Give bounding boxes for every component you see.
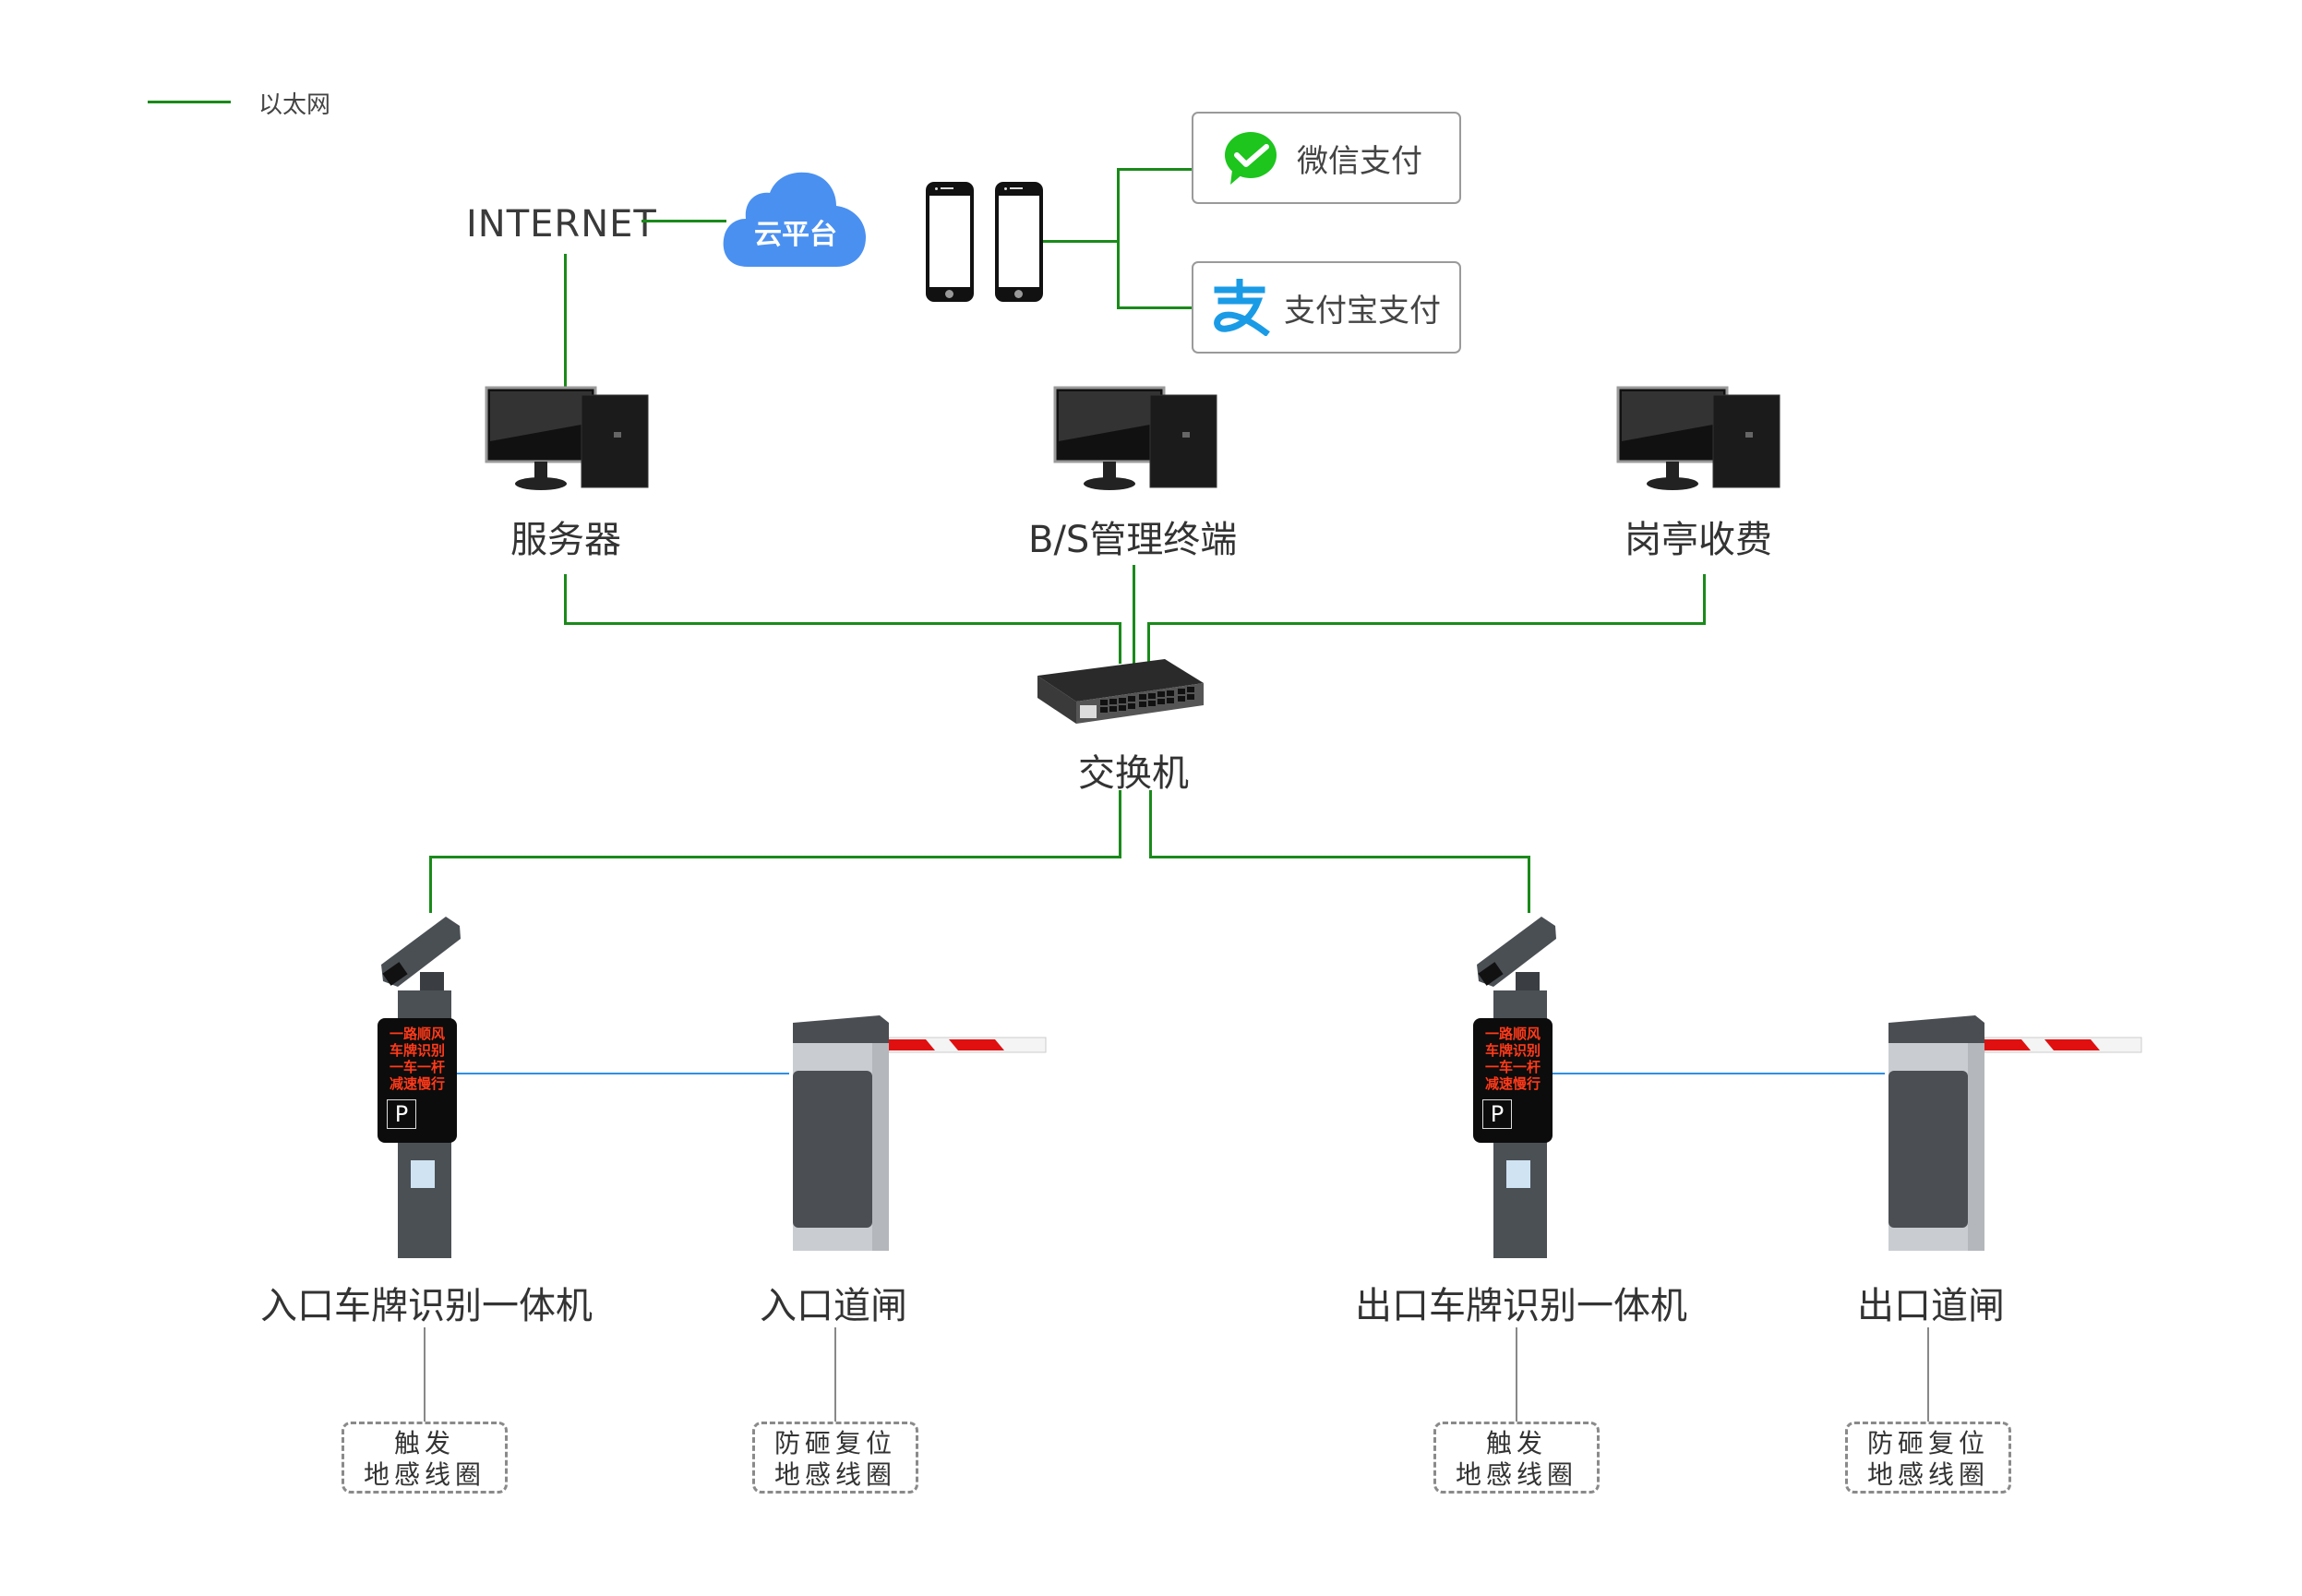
alipay-icon <box>1214 279 1270 336</box>
cloud-label: 云平台 <box>754 219 837 251</box>
parking-sign-icon: P <box>1482 1099 1512 1129</box>
loop-line: 地感线圈 <box>1455 1459 1577 1490</box>
entrance-lpr-label: 入口车牌识别一体机 <box>260 1285 593 1327</box>
exit-trigger-loop: 触发 地感线圈 <box>1433 1422 1600 1494</box>
network-switch-icon <box>1036 657 1207 726</box>
exit-gate-label: 出口道闸 <box>1857 1285 2005 1327</box>
exit-lpr-camera-unit: 一路顺风 车牌识别 一车一杆 减速慢行 P <box>1468 909 1569 1265</box>
led-display: 一路顺风 车牌识别 一车一杆 减速慢行 <box>1475 1026 1551 1092</box>
led-line: 车牌识别 <box>1484 1042 1541 1059</box>
booth-switch-link <box>1147 622 1150 664</box>
entrance-reset-loop-link <box>834 1327 836 1422</box>
internet-cloud-link <box>641 220 726 222</box>
exit-camera-gate-link <box>1553 1073 1885 1074</box>
bs-switch-link <box>1133 565 1135 664</box>
alipay-label: 支付宝支付 <box>1284 292 1441 330</box>
parking-sign-icon: P <box>387 1099 416 1129</box>
switch-entrance-link <box>1119 790 1121 858</box>
entrance-lpr-camera-unit: 一路顺风 车牌识别 一车一杆 减速慢行 P <box>372 909 474 1265</box>
loop-line: 防砸复位 <box>773 1428 896 1458</box>
booth-switch-link <box>1703 574 1706 624</box>
booth-toll-label: 岗亭收费 <box>1625 519 1772 561</box>
legend-ethernet-line <box>148 101 231 103</box>
phone-icon <box>995 182 1043 302</box>
wechat-pay-label: 微信支付 <box>1297 142 1422 180</box>
alipay-link <box>1117 306 1193 309</box>
exit-reset-loop-link <box>1927 1327 1929 1422</box>
switch-exit-link <box>1528 856 1530 913</box>
desktop-computer-icon <box>485 386 655 492</box>
switch-entrance-link <box>429 856 1121 858</box>
cloud-icon <box>723 172 866 267</box>
exit-reset-loop: 防砸复位 地感线圈 <box>1845 1422 2011 1494</box>
led-line: 一路顺风 <box>1484 1026 1541 1042</box>
led-line: 减速慢行 <box>389 1075 445 1092</box>
loop-line: 地感线圈 <box>363 1459 486 1490</box>
led-line: 车牌识别 <box>389 1042 445 1059</box>
led-line: 减速慢行 <box>1484 1075 1541 1092</box>
led-display: 一路顺风 车牌识别 一车一杆 减速慢行 <box>379 1026 455 1092</box>
entrance-reset-loop: 防砸复位 地感线圈 <box>752 1422 918 1494</box>
switch-exit-link <box>1149 790 1152 858</box>
switch-exit-link <box>1149 856 1530 858</box>
entrance-trigger-loop: 触发 地感线圈 <box>342 1422 508 1494</box>
entrance-gate-label: 入口道闸 <box>760 1285 907 1327</box>
switch-label: 交换机 <box>1078 752 1189 795</box>
cloud-platform: 云平台 <box>722 171 869 269</box>
alipay-box: 支付宝支付 <box>1192 261 1461 354</box>
desktop-computer-icon <box>1616 386 1787 492</box>
legend-ethernet-label: 以太网 <box>258 91 331 119</box>
internet-label: INTERNET <box>466 203 657 246</box>
phone-icon <box>926 182 974 302</box>
wechat-pay-icon <box>1225 132 1277 185</box>
exit-trigger-loop-link <box>1516 1327 1517 1422</box>
server-switch-link <box>1119 622 1121 664</box>
exit-lpr-label: 出口车牌识别一体机 <box>1355 1285 1687 1327</box>
loop-line: 地感线圈 <box>773 1459 896 1490</box>
server-label: 服务器 <box>510 519 621 561</box>
loop-line: 地感线圈 <box>1866 1459 1989 1490</box>
payment-branch-link <box>1117 168 1120 308</box>
internet-server-link <box>564 254 567 388</box>
server-switch-link <box>564 574 567 624</box>
led-line: 一车一杆 <box>389 1059 445 1075</box>
entrance-trigger-loop-link <box>424 1327 426 1422</box>
entrance-barrier-gate <box>787 1015 1055 1255</box>
wechat-pay-box: 微信支付 <box>1192 112 1461 204</box>
bs-terminal-label: B/S管理终端 <box>1028 519 1238 561</box>
led-line: 一车一杆 <box>1484 1059 1541 1075</box>
booth-switch-link <box>1147 622 1706 625</box>
loop-line: 防砸复位 <box>1866 1428 1989 1458</box>
exit-barrier-gate <box>1883 1015 2151 1255</box>
led-line: 一路顺风 <box>389 1026 445 1042</box>
loop-line: 触发 <box>393 1428 455 1458</box>
desktop-computer-icon <box>1053 386 1224 492</box>
phone-payment-link <box>1043 240 1119 243</box>
switch-entrance-link <box>429 856 432 913</box>
server-switch-link <box>564 622 1121 625</box>
entrance-camera-gate-link <box>457 1073 789 1074</box>
wechat-link <box>1117 168 1193 171</box>
loop-line: 触发 <box>1485 1428 1547 1458</box>
